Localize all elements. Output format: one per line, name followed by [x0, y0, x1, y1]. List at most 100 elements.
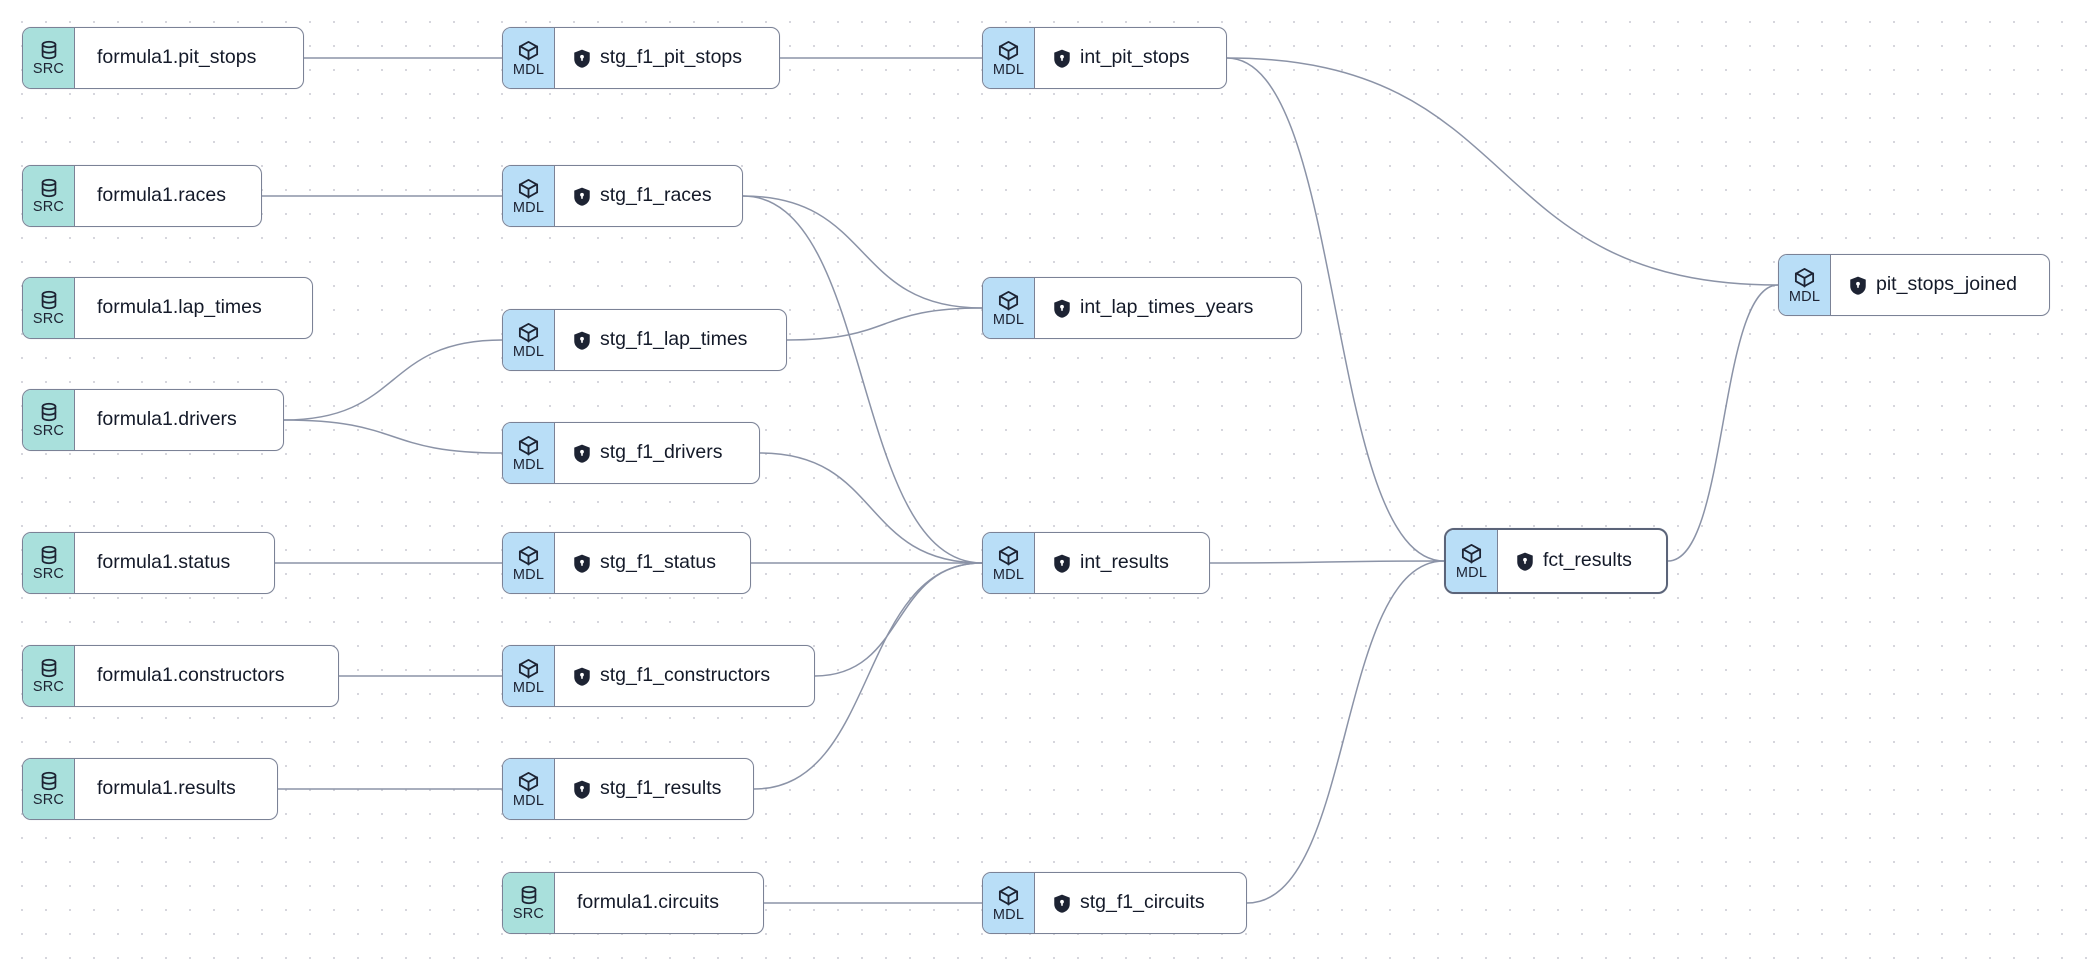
node-type-abbr: MDL [1788, 288, 1821, 305]
node-body: int_lap_times_years [1035, 278, 1301, 338]
shield-lock-icon [1053, 894, 1071, 913]
node-type-abbr: MDL [512, 199, 545, 216]
database-icon [518, 884, 540, 906]
database-icon [38, 770, 60, 792]
node-label: formula1.status [97, 551, 231, 574]
cube-icon [997, 884, 1020, 907]
source-badge: SRC [23, 390, 75, 450]
lineage-node-src_drivers[interactable]: SRC formula1.drivers [22, 389, 284, 451]
lineage-node-src_circuits[interactable]: SRC formula1.circuits [502, 872, 764, 934]
shield-lock-icon [573, 667, 591, 686]
database-icon [38, 544, 60, 566]
cube-icon [517, 657, 540, 680]
node-label: stg_f1_circuits [1080, 891, 1205, 914]
node-label: formula1.lap_times [97, 296, 262, 319]
node-type-abbr: SRC [32, 792, 65, 809]
node-label: formula1.constructors [97, 664, 285, 687]
cube-icon [517, 321, 540, 344]
cube-icon [517, 39, 540, 62]
source-badge: SRC [23, 28, 75, 88]
node-label: fct_results [1543, 549, 1632, 572]
node-body: int_pit_stops [1035, 28, 1226, 88]
node-label: int_lap_times_years [1080, 296, 1254, 319]
shield-lock-icon [573, 187, 591, 206]
node-label: formula1.drivers [97, 408, 237, 431]
node-label: stg_f1_results [600, 777, 722, 800]
cube-icon [997, 289, 1020, 312]
node-label: formula1.circuits [577, 891, 719, 914]
node-type-abbr: MDL [992, 311, 1025, 328]
node-body: formula1.lap_times [75, 278, 312, 338]
node-body: pit_stops_joined [1831, 255, 2049, 315]
node-label: pit_stops_joined [1876, 273, 2017, 296]
database-icon [38, 289, 60, 311]
cube-icon [517, 544, 540, 567]
edge-fct_results-to-pit_stops_joined [1667, 284, 1779, 562]
edge-stg_races-to-int_results [742, 195, 983, 564]
lineage-node-pit_stops_joined[interactable]: MDL pit_stops_joined [1778, 254, 2050, 316]
model-badge: MDL [503, 759, 555, 819]
lineage-node-int_lap_times_years[interactable]: MDL int_lap_times_years [982, 277, 1302, 339]
node-label: formula1.pit_stops [97, 46, 257, 69]
lineage-node-int_pit_stops[interactable]: MDL int_pit_stops [982, 27, 1227, 89]
node-type-abbr: MDL [512, 343, 545, 360]
model-badge: MDL [503, 28, 555, 88]
database-icon [38, 657, 60, 679]
node-body: stg_f1_races [555, 166, 742, 226]
node-type-abbr: SRC [512, 906, 545, 923]
node-label: stg_f1_lap_times [600, 328, 748, 351]
node-type-abbr: SRC [32, 679, 65, 696]
database-icon [38, 39, 60, 61]
model-badge: MDL [503, 310, 555, 370]
node-type-abbr: MDL [992, 566, 1025, 583]
edge-stg_drivers-to-int_results [759, 452, 983, 564]
source-badge: SRC [23, 759, 75, 819]
node-label: stg_f1_pit_stops [600, 46, 743, 69]
cube-icon [997, 544, 1020, 567]
shield-lock-icon [1849, 276, 1867, 295]
node-body: stg_f1_pit_stops [555, 28, 779, 88]
shield-lock-icon [573, 444, 591, 463]
node-body: fct_results [1498, 530, 1666, 592]
node-label: stg_f1_drivers [600, 441, 723, 464]
node-type-abbr: MDL [1455, 564, 1488, 581]
edge-src_drivers-to-stg_drivers [283, 419, 503, 454]
lineage-node-src_results[interactable]: SRC formula1.results [22, 758, 278, 820]
node-body: formula1.races [75, 166, 261, 226]
node-body: stg_f1_status [555, 533, 750, 593]
database-icon [38, 401, 60, 423]
lineage-node-stg_pit_stops[interactable]: MDL stg_f1_pit_stops [502, 27, 780, 89]
edge-int_pit_stops-to-pit_stops_joined [1226, 57, 1779, 286]
model-badge: MDL [1446, 530, 1498, 592]
cube-icon [1460, 542, 1483, 565]
shield-lock-icon [573, 49, 591, 68]
node-body: stg_f1_constructors [555, 646, 814, 706]
lineage-node-fct_results[interactable]: MDL fct_results [1444, 528, 1668, 594]
node-type-abbr: MDL [512, 566, 545, 583]
node-label: formula1.results [97, 777, 236, 800]
lineage-node-stg_races[interactable]: MDL stg_f1_races [502, 165, 743, 227]
lineage-node-stg_status[interactable]: MDL stg_f1_status [502, 532, 751, 594]
cube-icon [1793, 266, 1816, 289]
node-type-abbr: MDL [512, 792, 545, 809]
lineage-node-stg_results[interactable]: MDL stg_f1_results [502, 758, 754, 820]
model-badge: MDL [1779, 255, 1831, 315]
lineage-node-src_constructors[interactable]: SRC formula1.constructors [22, 645, 339, 707]
lineage-node-stg_drivers[interactable]: MDL stg_f1_drivers [502, 422, 760, 484]
model-badge: MDL [503, 166, 555, 226]
model-badge: MDL [983, 533, 1035, 593]
lineage-node-src_pit_stops[interactable]: SRC formula1.pit_stops [22, 27, 304, 89]
lineage-node-stg_lap_times[interactable]: MDL stg_f1_lap_times [502, 309, 787, 371]
node-type-abbr: MDL [512, 456, 545, 473]
node-body: formula1.drivers [75, 390, 283, 450]
source-badge: SRC [23, 166, 75, 226]
node-type-abbr: MDL [992, 61, 1025, 78]
